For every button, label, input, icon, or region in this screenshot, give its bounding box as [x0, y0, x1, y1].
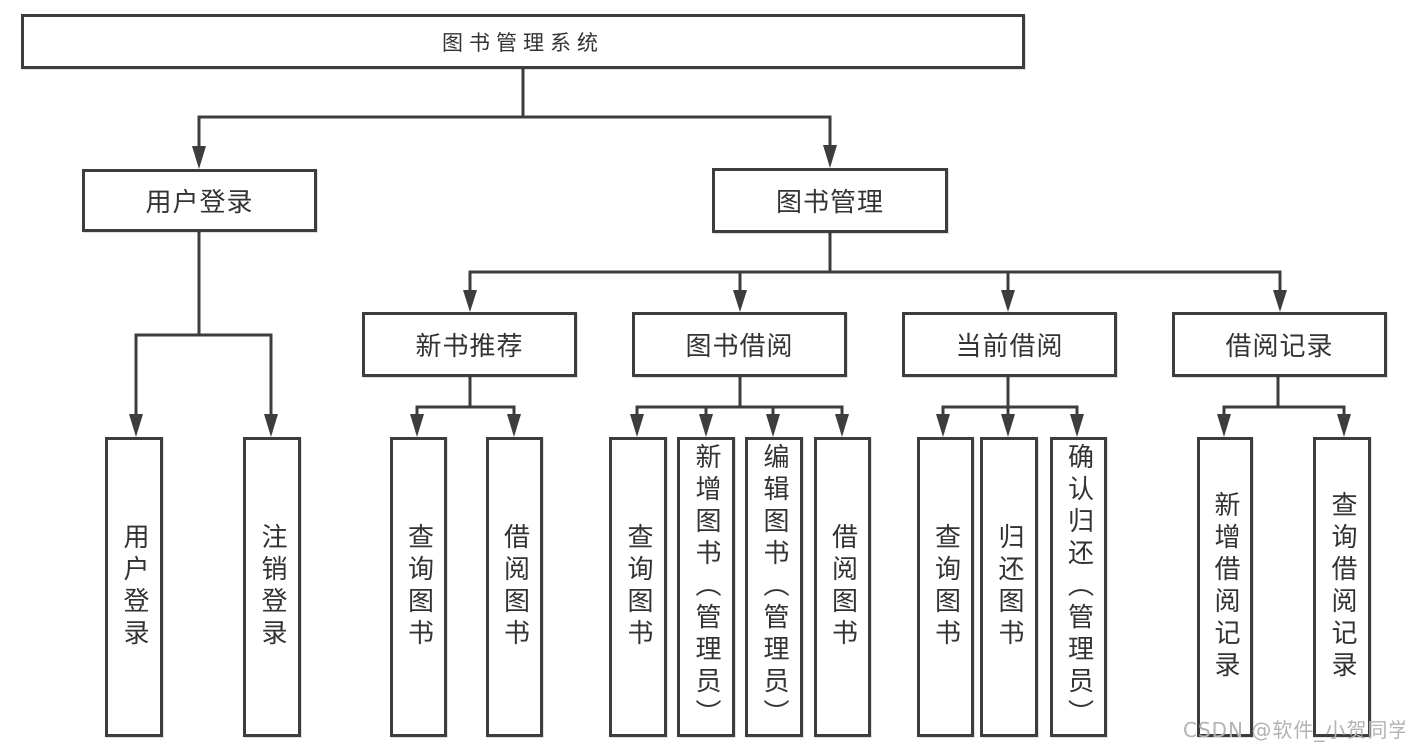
leaf-add-books-admin-label: 新增图书（管理员）: [691, 443, 721, 731]
leaf-query-books-current: 查询图书: [917, 437, 974, 737]
node-book-borrow: 图书借阅: [632, 312, 847, 377]
leaf-borrow-books: 借阅图书: [814, 437, 871, 737]
node-current-borrow-label: 当前借阅: [955, 332, 1064, 362]
node-new-book-recommend: 新书推荐: [362, 312, 577, 377]
node-new-book-recommend-label: 新书推荐: [415, 332, 524, 362]
node-borrow-records: 借阅记录: [1172, 312, 1387, 377]
leaf-query-books-recommend-label: 查询图书: [403, 523, 434, 651]
leaf-query-borrow-record-label: 查询借阅记录: [1327, 491, 1357, 683]
node-root: 图书管理系统: [21, 14, 1025, 69]
leaf-user-login-label: 用户登录: [119, 523, 149, 651]
leaf-logout: 注销登录: [243, 437, 301, 737]
leaf-add-borrow-record: 新增借阅记录: [1197, 437, 1253, 737]
leaf-borrow-books-label: 借阅图书: [827, 523, 858, 651]
leaf-confirm-return-admin: 确认归还（管理员）: [1050, 437, 1107, 737]
leaf-logout-label: 注销登录: [257, 523, 287, 651]
node-book-borrow-label: 图书借阅: [685, 332, 794, 362]
leaf-query-books-recommend: 查询图书: [390, 437, 447, 737]
leaf-borrow-books-recommend-label: 借阅图书: [499, 523, 530, 651]
connector-lines: [134, 69, 1346, 417]
leaf-confirm-return-admin-label: 确认归还（管理员）: [1063, 443, 1094, 731]
leaf-edit-books-admin: 编辑图书（管理员）: [745, 437, 803, 737]
node-current-borrow: 当前借阅: [902, 312, 1117, 377]
leaf-return-books-label: 归还图书: [994, 523, 1024, 651]
leaf-user-login: 用户登录: [105, 437, 163, 737]
node-user-login-label: 用户登录: [145, 188, 254, 218]
node-book-management: 图书管理: [712, 168, 948, 233]
arrowheads: [129, 145, 1351, 437]
leaf-query-books-borrow: 查询图书: [609, 437, 667, 737]
watermark-text: CSDN @软件_小贺同学: [1183, 718, 1405, 742]
leaf-borrow-books-recommend: 借阅图书: [486, 437, 543, 737]
leaf-add-books-admin: 新增图书（管理员）: [677, 437, 735, 737]
node-book-management-label: 图书管理: [775, 188, 884, 218]
leaf-query-books-borrow-label: 查询图书: [623, 523, 653, 651]
node-root-label: 图书管理系统: [442, 30, 604, 55]
leaf-query-books-current-label: 查询图书: [930, 523, 961, 651]
leaf-add-borrow-record-label: 新增借阅记录: [1210, 491, 1240, 683]
leaf-query-borrow-record: 查询借阅记录: [1313, 437, 1371, 737]
leaf-edit-books-admin-label: 编辑图书（管理员）: [759, 443, 789, 731]
node-borrow-records-label: 借阅记录: [1225, 332, 1334, 362]
leaf-return-books: 归还图书: [980, 437, 1038, 737]
node-user-login: 用户登录: [82, 169, 317, 232]
